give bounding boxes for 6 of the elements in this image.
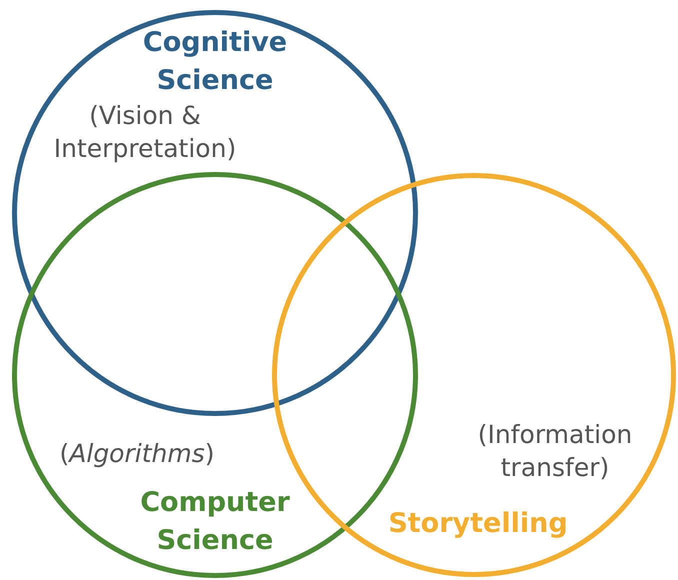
circle-description: (Vision & Interpretation)	[52, 100, 238, 164]
circle-heading: Storytelling	[387, 507, 569, 541]
circle-description: (Algorithms)	[58, 438, 216, 470]
circle-heading: Cognitive Science	[142, 26, 288, 98]
circle-description: (Information transfer)	[476, 419, 634, 484]
circle-heading: Computer Science	[139, 486, 291, 558]
